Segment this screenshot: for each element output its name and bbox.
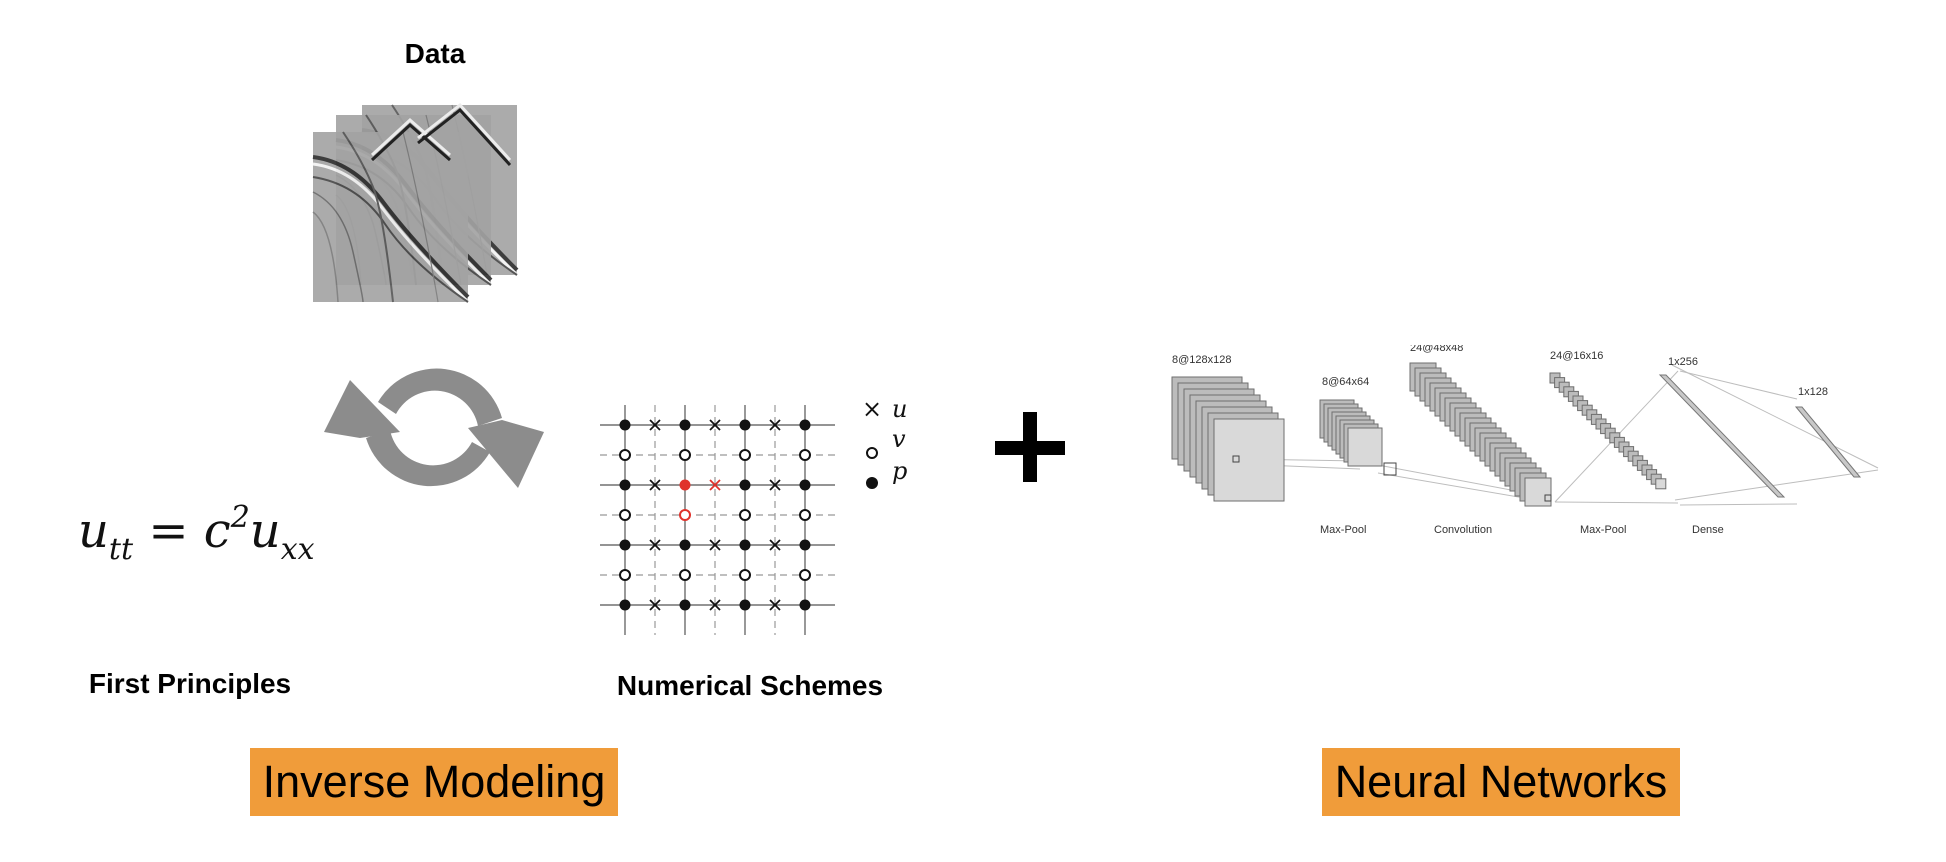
grid-p-node [739, 539, 751, 551]
neural-networks-banner: Neural Networks [1322, 748, 1680, 816]
grid-p-node [739, 479, 751, 491]
grid-p-node [619, 479, 631, 491]
cnn-layer-label: 1x128 [1798, 386, 1828, 398]
feature-map [1347, 427, 1383, 467]
cnn-layer-label: 8@128x128 [1172, 354, 1232, 366]
cnn-layer-label: 24@48x48 [1410, 345, 1463, 354]
grid-u-node [709, 479, 721, 491]
grid-v-node [619, 569, 631, 581]
grid-v-node [679, 449, 691, 461]
numerical-schemes-label: Numerical Schemes [616, 670, 884, 701]
wave-equation: utt = c2uxx [78, 500, 315, 567]
grid-p-node [679, 599, 691, 611]
cnn-op-label: Convolution [1434, 524, 1492, 536]
conv-layer-24x48 [1409, 362, 1552, 507]
grid-u-node [769, 419, 781, 431]
grid-u-node [709, 599, 721, 611]
cnn-layer-label: 8@64x64 [1322, 376, 1369, 388]
first-principles-label: First Principles [88, 668, 292, 699]
grid-u-node [649, 419, 661, 431]
pool-layer-24x16 [1549, 372, 1667, 490]
legend-v-marker [866, 447, 878, 459]
plus-icon [995, 412, 1065, 482]
grid-p-node [739, 419, 751, 431]
grid-v-node [739, 449, 751, 461]
grid-v-node [679, 509, 691, 521]
grid-v-node [739, 569, 751, 581]
grid-v-node [799, 569, 811, 581]
feature-map [1524, 477, 1552, 507]
grid-p-node [799, 599, 811, 611]
grid-v-node [799, 449, 811, 461]
pool-layer-8x64 [1319, 399, 1383, 467]
grid-p-node [619, 419, 631, 431]
grid-u-node [649, 599, 661, 611]
cnn-layer-label: 24@16x16 [1550, 350, 1603, 362]
grid-p-node [799, 539, 811, 551]
feature-map [1213, 418, 1285, 502]
kernel-box [1383, 462, 1397, 476]
grid-u-node [769, 599, 781, 611]
cnn-op-label: Max-Pool [1580, 524, 1626, 536]
grid-p-node [679, 419, 691, 431]
cnn-op-label: Max-Pool [1320, 524, 1366, 536]
grid-p-node [799, 419, 811, 431]
cnn-op-label: Dense [1692, 524, 1724, 536]
conv-layer-8x128 [1171, 376, 1285, 502]
grid-p-node [619, 599, 631, 611]
kernel-box [1544, 494, 1552, 502]
grid-p-node [679, 539, 691, 551]
grid-p-node [799, 479, 811, 491]
inverse-modeling-banner: Inverse Modeling [250, 748, 618, 816]
grid-v-node [679, 569, 691, 581]
grid-u-node [709, 419, 721, 431]
grid-u-node [649, 479, 661, 491]
grid-p-node [619, 539, 631, 551]
legend-u-label: u [892, 395, 907, 423]
dense-layer-128 [1794, 406, 1862, 478]
cnn-architecture-diagram: 8@128x128 8@64x64 24@48x48 24@16x16 1x25… [1171, 345, 1879, 536]
grid-u-node [769, 539, 781, 551]
legend-v-label: v [892, 425, 906, 453]
grid-legend: × u v p [862, 395, 907, 489]
grid-p-node [739, 599, 751, 611]
grid-u-node [649, 539, 661, 551]
seismic-data-image [311, 102, 519, 304]
grid-u-node [709, 539, 721, 551]
dense-layer-256 [1658, 374, 1786, 498]
grid-u-node [769, 479, 781, 491]
legend-p-label: p [892, 457, 907, 485]
grid-v-node [619, 449, 631, 461]
kernel-box [1232, 455, 1240, 463]
cnn-layer-label: 1x256 [1668, 356, 1698, 368]
legend-p-marker [866, 477, 878, 489]
cycle-arrows-icon [324, 368, 544, 488]
legend-u-marker: × [862, 395, 882, 423]
data-title: Data [404, 38, 466, 69]
grid-v-node [799, 509, 811, 521]
feature-map [1655, 478, 1667, 490]
grid-p-node [679, 479, 691, 491]
grid-v-node [619, 509, 631, 521]
staggered-grid-diagram: × u v p [600, 395, 907, 635]
grid-v-node [739, 509, 751, 521]
